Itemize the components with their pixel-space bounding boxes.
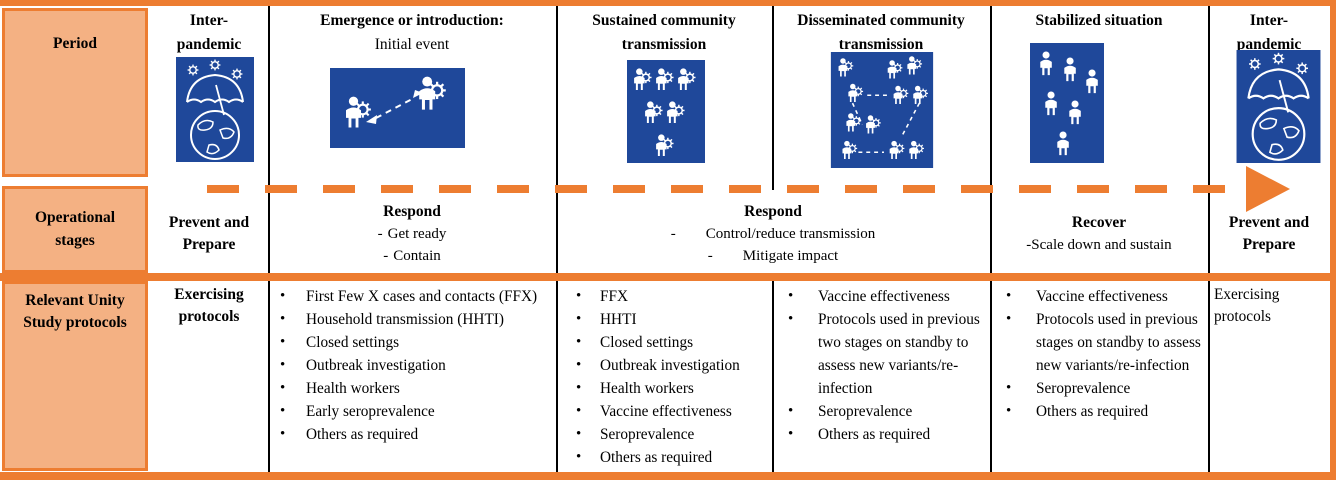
row-header-operational-stages: Operational stages — [2, 186, 148, 273]
period-header-line: Sustained community — [592, 12, 736, 29]
period-header-disseminated: Disseminated community transmission — [772, 9, 990, 57]
stage-recover: Recover -Scale down and sustain — [990, 196, 1208, 272]
protocol-item: Health workers — [278, 377, 552, 400]
top-border — [0, 0, 1336, 6]
column-divider — [772, 281, 774, 472]
infected-group-icon — [627, 60, 705, 163]
protocol-item: Protocols used in previous stages on sta… — [1002, 308, 1204, 377]
umbrella-globe-icon — [1235, 50, 1322, 163]
bottom-border — [0, 472, 1336, 480]
middle-border — [0, 273, 1336, 281]
column-divider — [1208, 281, 1210, 472]
column-divider — [1208, 6, 1210, 273]
protocol-item: Outbreak investigation — [278, 354, 552, 377]
right-border — [1330, 0, 1336, 480]
protocol-item: Seroprevalence — [1002, 377, 1204, 400]
stage-subline-text: Get ready — [387, 226, 447, 242]
protocols-exercising-left: Exercising protocols — [174, 286, 244, 326]
protocol-item: Protocols used in previous two stages on… — [784, 308, 986, 400]
period-header-emergence: Emergence or introduction: Initial event — [268, 9, 556, 57]
protocol-item: Vaccine effectiveness — [1002, 285, 1204, 308]
stage-subline: -Scale down and sustain — [1026, 234, 1171, 256]
timeline-dashed-arrow — [207, 185, 1243, 193]
protocol-item: Seroprevalence — [574, 423, 770, 446]
stage-subline: -Get ready — [378, 223, 447, 245]
protocol-item: Early seroprevalence — [278, 400, 552, 423]
protocol-item: HHTI — [574, 308, 770, 331]
protocol-item: Closed settings — [278, 331, 552, 354]
period-header-interpandemic-right: Inter- pandemic — [1208, 9, 1330, 57]
dash-marker: - — [670, 226, 676, 242]
protocols-list-sustained: FFX HHTI Closed settings Outbreak invest… — [556, 283, 772, 469]
stage-respond-community: Respond - Control/reduce transmission - Mi… — [556, 196, 990, 272]
column-divider — [268, 6, 270, 273]
protocol-item: Others as required — [278, 423, 552, 446]
stage-subline: -Contain — [383, 245, 441, 267]
period-header-line: transmission — [838, 36, 924, 53]
period-header-line: Inter- — [1249, 12, 1289, 29]
row-header-protocols-label: Relevant Unity Study protocols — [23, 292, 127, 332]
timeline-arrowhead-icon — [1246, 166, 1290, 212]
row-header-protocols: Relevant Unity Study protocols — [2, 281, 148, 471]
infected-clusters-network-icon — [830, 52, 934, 168]
period-header-interpandemic-left: Inter- pandemic — [150, 9, 268, 57]
stage-subline-text: -Scale down and sustain — [1026, 237, 1172, 253]
stabilized-group-icon — [1030, 43, 1104, 163]
stage-subline-text: Contain — [393, 248, 441, 264]
protocol-item: Others as required — [784, 423, 986, 446]
protocols-list-emergence: First Few X cases and contacts (FFX) Hou… — [268, 283, 556, 446]
protocols-list-disseminated: Vaccine effectiveness Protocols used in … — [772, 283, 990, 446]
column-divider — [556, 6, 558, 273]
column-divider — [772, 6, 774, 190]
period-header-line: transmission — [621, 36, 707, 53]
protocols-exercising-right: Exercising protocols — [1214, 286, 1280, 326]
period-header-line: pandemic — [176, 36, 242, 53]
stage-subline: - Mitigate impact — [708, 245, 838, 267]
protocol-item: Outbreak investigation — [574, 354, 770, 377]
protocol-item: Others as required — [1002, 400, 1204, 423]
stage-title: Recover — [1071, 214, 1127, 231]
protocol-item: First Few X cases and contacts (FFX) — [278, 285, 552, 308]
protocol-item: Health workers — [574, 377, 770, 400]
period-header-stabilized: Stabilized situation — [990, 9, 1208, 33]
column-divider — [990, 281, 992, 472]
period-header-line: Emergence or introduction: — [320, 12, 504, 29]
column-divider — [268, 281, 270, 472]
protocol-item: Vaccine effectiveness — [574, 400, 770, 423]
stage-subline-text: Control/reduce transmission — [705, 226, 876, 242]
row-header-period-label: Period — [53, 35, 97, 52]
protocol-item: FFX — [574, 285, 770, 308]
stage-prevent-prepare-left: Prevent and Prepare — [150, 196, 268, 272]
stage-respond-initial: Respond -Get ready -Contain — [268, 196, 556, 272]
protocol-item: Household transmission (HHTI) — [278, 308, 552, 331]
protocol-item: Seroprevalence — [784, 400, 986, 423]
period-header-sustained: Sustained community transmission — [556, 9, 772, 57]
row-header-stages-label: Operational stages — [34, 209, 116, 249]
row-header-period: Period — [2, 8, 148, 177]
dash-marker: - — [377, 226, 383, 242]
umbrella-globe-icon — [176, 57, 254, 162]
dash-marker: - — [383, 248, 389, 264]
stage-title: Prevent and Prepare — [168, 214, 250, 253]
stage-prevent-prepare-right: Prevent and Prepare — [1208, 196, 1330, 272]
stage-title: Prevent and Prepare — [1228, 214, 1310, 253]
protocol-item: Others as required — [574, 446, 770, 469]
period-header-line: Inter- — [189, 12, 229, 29]
protocol-item: Vaccine effectiveness — [784, 285, 986, 308]
protocols-list-stabilized: Vaccine effectiveness Protocols used in … — [990, 283, 1208, 423]
stage-title: Respond — [744, 203, 802, 220]
person-to-person-transmission-icon — [330, 68, 465, 148]
stage-title: Respond — [383, 203, 441, 220]
column-divider — [990, 6, 992, 273]
period-header-line: Stabilized situation — [1035, 12, 1163, 29]
period-header-line: Disseminated community — [797, 12, 965, 29]
period-header-line: Initial event — [374, 36, 450, 53]
protocol-item: Closed settings — [574, 331, 770, 354]
stage-subline-text: Mitigate impact — [742, 248, 839, 264]
column-divider — [556, 281, 558, 472]
period-header-line: pandemic — [1236, 36, 1302, 53]
stage-subline: - Control/reduce transmission — [671, 223, 876, 245]
dash-marker: - — [707, 248, 713, 264]
